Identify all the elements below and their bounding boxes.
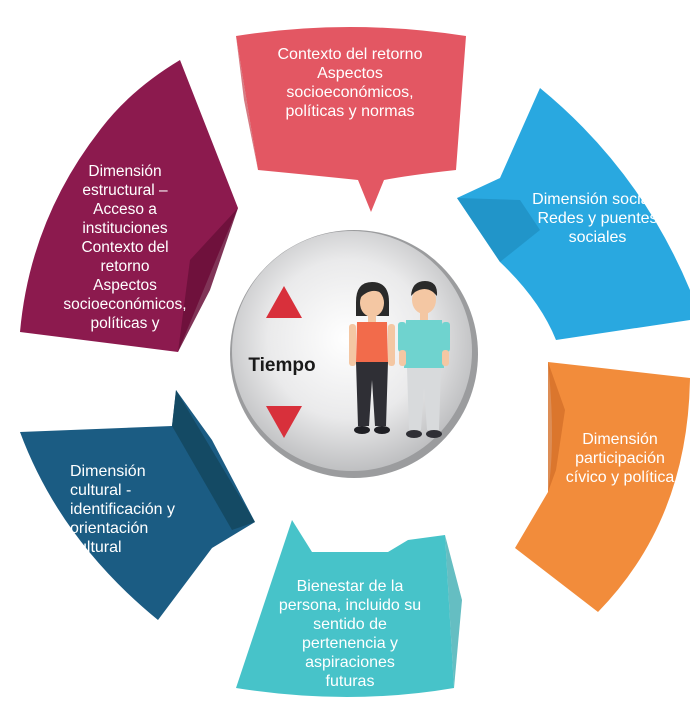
segment-bottom-label: Bienestar de la persona, incluido su sen… — [278, 578, 422, 690]
woman-icon — [349, 282, 395, 434]
segment-left-top — [20, 60, 238, 352]
segment-right-bottom-label: Dimensión participación cívico y polític… — [565, 431, 675, 486]
segment-bottom — [236, 520, 462, 697]
segment-left-top-shape — [20, 60, 238, 352]
segment-right-top-fold — [457, 198, 540, 262]
segment-bottom-shape — [236, 520, 454, 697]
segment-top-shape — [236, 27, 466, 212]
segment-right-bottom — [515, 362, 690, 612]
arrow-up-icon — [266, 286, 302, 318]
segment-left-top-fold — [178, 208, 238, 352]
segment-top-label: Contexto del retorno Aspectos socioeconó… — [277, 46, 423, 120]
segment-top — [236, 27, 466, 212]
segment-left-bottom-fold — [172, 390, 255, 530]
segment-right-top-label: Dimensión social - Redes y puentes socia… — [532, 191, 663, 246]
segment-bottom-fold — [445, 535, 462, 688]
center-label: Tiempo — [248, 355, 316, 376]
segment-right-top — [457, 88, 690, 340]
segment-left-top-label: Dimensión estructural – Acceso a institu… — [63, 163, 187, 332]
man-icon — [398, 281, 450, 438]
segment-right-bottom-shape — [515, 362, 690, 612]
segment-top-fold — [236, 36, 258, 170]
segment-left-bottom — [20, 390, 255, 620]
segment-left-bottom-label: Dimensión cultural - identificación y or… — [70, 463, 175, 556]
segment-right-bottom-fold — [548, 362, 565, 492]
segment-right-top-shape — [457, 88, 690, 340]
arrow-down-icon — [266, 406, 302, 438]
